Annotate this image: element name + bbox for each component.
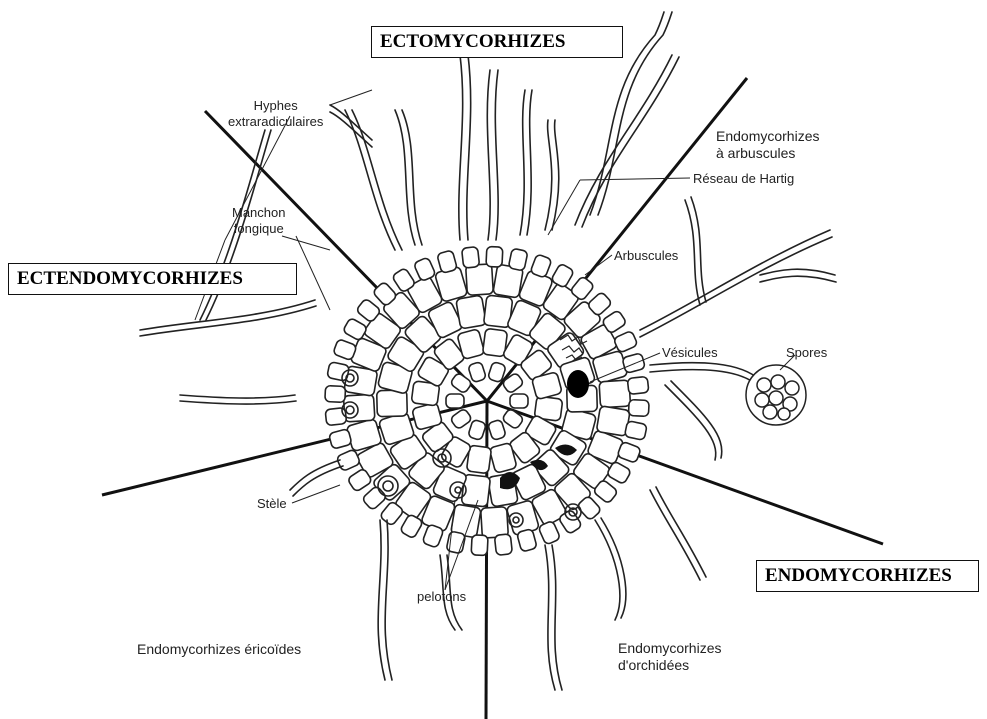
root-cell xyxy=(510,394,528,408)
root-cell xyxy=(468,361,487,382)
zone-arbuscules: Endomycorhizes à arbuscules xyxy=(716,128,820,162)
root-cell xyxy=(538,520,561,545)
root-cell xyxy=(462,247,480,269)
category-ectendomycorhizes: ECTENDOMYCORHIZES xyxy=(8,263,297,295)
label-arbuscules: Arbuscules xyxy=(614,248,678,264)
root-cell xyxy=(325,408,347,426)
label-hyphes: Hyphes extraradiculaires xyxy=(228,98,323,130)
root-cell xyxy=(413,257,436,282)
label-hyphes-line2: extraradiculaires xyxy=(228,114,323,130)
vesicle xyxy=(567,370,589,398)
zone-orchidees: Endomycorhizes d'orchidées xyxy=(618,640,722,674)
label-stele: Stèle xyxy=(257,496,287,512)
root-cell xyxy=(481,507,509,538)
root-cell xyxy=(325,386,346,403)
zone-ericoides: Endomycorhizes éricoïdes xyxy=(137,641,301,658)
root-cell xyxy=(628,400,649,417)
root-cell xyxy=(487,419,506,440)
root-cell xyxy=(400,514,424,539)
label-hartig: Réseau de Hartig xyxy=(693,171,794,187)
root-cell xyxy=(627,376,649,394)
root-cell xyxy=(329,429,352,450)
root-cell xyxy=(606,461,631,485)
root-cell xyxy=(466,264,494,295)
label-manchon: Manchon fongique xyxy=(232,205,285,237)
root-cell xyxy=(624,421,647,441)
root-cell xyxy=(502,372,525,394)
root-cell xyxy=(342,317,367,341)
root-cell xyxy=(456,295,487,329)
root-cell xyxy=(508,248,528,271)
root-cell xyxy=(622,353,645,374)
label-pelotons: pelotons xyxy=(417,589,466,605)
label-vesicules: Vésicules xyxy=(662,345,718,361)
root-cell xyxy=(613,330,638,353)
root-cell xyxy=(502,408,525,430)
label-spores: Spores xyxy=(786,345,827,361)
root-cell xyxy=(517,529,538,552)
root-cell xyxy=(599,380,630,408)
spores-cluster xyxy=(746,365,806,425)
category-endomycorhizes: ENDOMYCORHIZES xyxy=(756,560,979,592)
root-cell xyxy=(450,408,473,430)
label-hyphes-line1: Hyphes xyxy=(228,98,323,114)
arbuscular-hyphae xyxy=(640,197,836,460)
root-cell xyxy=(377,390,408,417)
root-cell xyxy=(450,372,473,394)
category-ectomycorhizes: ECTOMYCORHIZES xyxy=(371,26,623,58)
root-cell xyxy=(551,263,575,288)
root-cell xyxy=(468,419,487,440)
label-manchon-line2: fongique xyxy=(232,221,285,237)
zone-orchidees-line1: Endomycorhizes xyxy=(618,640,722,657)
label-manchon-line1: Manchon xyxy=(232,205,285,221)
root-cell xyxy=(446,394,464,408)
root-cell xyxy=(494,534,512,556)
root-cell xyxy=(471,535,488,556)
root-cell xyxy=(437,250,458,273)
zone-orchidees-line2: d'orchidées xyxy=(618,657,722,674)
zone-arbuscules-line2: à arbuscules xyxy=(716,145,820,162)
root-cell xyxy=(486,246,503,267)
zone-arbuscules-line1: Endomycorhizes xyxy=(716,128,820,145)
